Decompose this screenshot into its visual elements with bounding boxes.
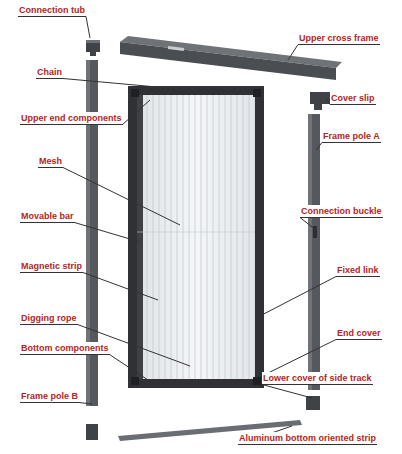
pole-end-piece [86,424,98,440]
part-label: Connection buckle [300,205,383,218]
leader-line [63,168,180,226]
leader-line [63,79,168,89]
connection-tub [86,40,100,56]
leader-line [316,143,322,151]
part-label: Bottom components [20,342,110,355]
leader-line [300,218,316,231]
leader-line [110,355,149,381]
part-label: Upper cross frame [298,32,380,45]
part-label: Chain [36,66,63,79]
part-label: Lower cover of side track [262,372,373,385]
part-label: Fixed link [336,264,380,277]
leader-line [123,100,150,125]
leader-line [256,277,336,319]
door-frame [128,86,264,388]
leader-line [262,340,336,377]
part-label: Cover slip [330,92,376,105]
part-label: Upper end components [20,112,123,125]
leader-line [86,17,90,39]
part-label: Movable bar [20,210,75,223]
part-label: End cover [336,327,382,340]
leader-line [262,385,312,399]
part-label: Frame pole A [322,130,381,143]
part-label: Aluminum bottom oriented strip [238,432,377,445]
leader-line [79,403,92,405]
part-label: Mesh [38,155,63,168]
leader-line [288,45,298,61]
part-label: Digging rope [20,312,78,325]
part-label: Magnetic strip [20,260,83,273]
cover-slip [310,92,330,110]
leader-line [83,273,158,301]
part-label: Connection tub [18,4,86,17]
lower-cover [306,396,320,410]
part-label: Frame pole B [20,390,79,403]
leader-line [75,223,140,243]
